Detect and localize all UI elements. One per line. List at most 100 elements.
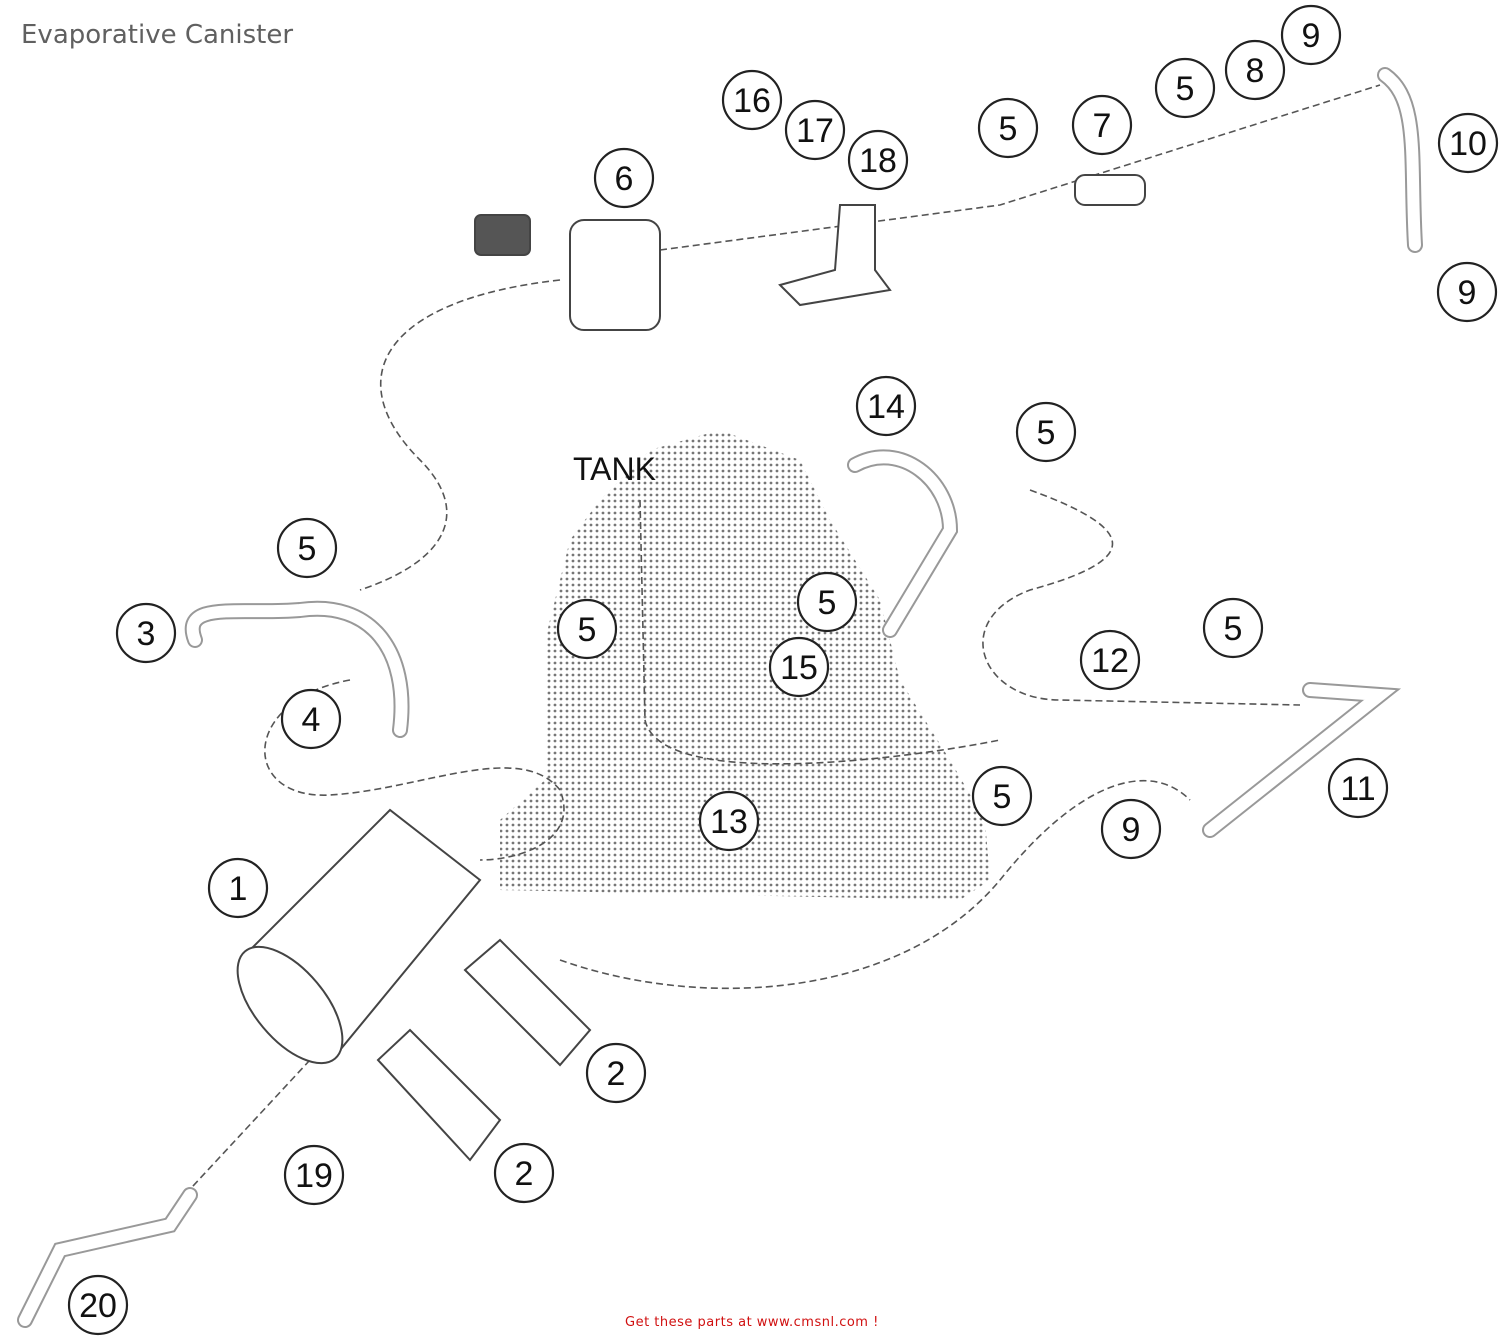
callout-circle xyxy=(855,375,917,437)
callout-circle xyxy=(847,129,909,191)
callout-14: 14 xyxy=(855,375,917,437)
callout-number: 3 xyxy=(137,615,156,653)
callout-5: 5 xyxy=(1015,401,1077,463)
callout-circle xyxy=(593,147,655,209)
callout-15: 15 xyxy=(768,636,830,698)
callout-circle xyxy=(207,857,269,919)
callout-5: 5 xyxy=(556,598,618,660)
callout-5: 5 xyxy=(977,97,1039,159)
callout-number: 20 xyxy=(79,1287,117,1325)
callout-circle xyxy=(585,1042,647,1104)
callout-circle xyxy=(276,517,338,579)
callout-circle xyxy=(768,636,830,698)
callout-circle xyxy=(280,688,342,750)
page-title: Evaporative Canister xyxy=(21,20,294,50)
canister xyxy=(236,808,482,1065)
callout-12: 12 xyxy=(1079,629,1141,691)
callout-circle xyxy=(1436,261,1498,323)
callout-5: 5 xyxy=(1202,597,1264,659)
callout-13: 13 xyxy=(698,790,760,852)
callout-circle xyxy=(1202,597,1264,659)
callout-number: 7 xyxy=(1093,107,1112,145)
callout-number: 5 xyxy=(1224,610,1243,648)
callout-20: 20 xyxy=(67,1274,129,1336)
callout-circle xyxy=(115,602,177,664)
dashed-line xyxy=(659,84,1381,251)
cmsnl-link[interactable]: Get these parts at www.cmsnl.com ! xyxy=(625,1315,879,1330)
canister-strap xyxy=(376,1028,502,1162)
callout-circle xyxy=(283,1144,345,1206)
callout-3: 3 xyxy=(115,602,177,664)
callout-number: 11 xyxy=(1340,770,1375,808)
callout-number: 19 xyxy=(295,1157,333,1195)
callout-circle xyxy=(67,1274,129,1336)
callout-number: 5 xyxy=(1037,414,1056,452)
callout-9: 9 xyxy=(1280,4,1342,66)
callout-10: 10 xyxy=(1437,112,1499,174)
dashed-line xyxy=(179,1059,311,1201)
callout-4: 4 xyxy=(280,688,342,750)
callout-circle xyxy=(1071,94,1133,156)
callout-number: 12 xyxy=(1091,642,1129,680)
callout-11: 11 xyxy=(1327,757,1389,819)
bracket xyxy=(778,204,892,307)
callout-number: 13 xyxy=(710,803,748,841)
callout-circle xyxy=(556,598,618,660)
callout-6: 6 xyxy=(593,147,655,209)
callout-number: 5 xyxy=(999,110,1018,148)
callout-number: 15 xyxy=(780,649,818,687)
callout-circle xyxy=(971,765,1033,827)
callout-18: 18 xyxy=(847,129,909,191)
dashed-line xyxy=(982,489,1301,706)
callout-number: 5 xyxy=(818,584,837,622)
callout-number: 9 xyxy=(1122,811,1141,849)
callout-9: 9 xyxy=(1436,261,1498,323)
callout-1: 1 xyxy=(207,857,269,919)
callout-9: 9 xyxy=(1100,798,1162,860)
canister-strap xyxy=(463,938,592,1067)
callout-19: 19 xyxy=(283,1144,345,1206)
callout-circle xyxy=(796,571,858,633)
callout-circle xyxy=(493,1142,555,1204)
callout-17: 17 xyxy=(784,99,846,161)
callout-circle xyxy=(1079,629,1141,691)
callout-number: 4 xyxy=(302,701,321,739)
dashed-line xyxy=(639,499,1001,765)
callout-5: 5 xyxy=(276,517,338,579)
footer-link[interactable]: Get these parts at www.cmsnl.com ! xyxy=(625,1315,879,1330)
callout-circle xyxy=(698,790,760,852)
callout-circle xyxy=(977,97,1039,159)
callout-7: 7 xyxy=(1071,94,1133,156)
fuel-tank xyxy=(500,430,990,900)
callout-circle xyxy=(1100,798,1162,860)
callout-number: 5 xyxy=(298,530,317,568)
callout-number: 9 xyxy=(1458,274,1477,312)
callout-circle xyxy=(1015,401,1077,463)
callout-number: 8 xyxy=(1246,52,1265,90)
callout-number: 18 xyxy=(859,142,897,180)
callout-circle xyxy=(1280,4,1342,66)
filter xyxy=(1074,174,1146,206)
callout-number: 1 xyxy=(229,870,248,908)
callout-number: 5 xyxy=(578,611,597,649)
callout-number: 9 xyxy=(1302,17,1321,55)
dashed-line xyxy=(359,279,561,591)
callout-circle xyxy=(784,99,846,161)
connector xyxy=(474,214,531,256)
callout-circle xyxy=(1327,757,1389,819)
callout-5: 5 xyxy=(796,571,858,633)
callout-number: 10 xyxy=(1449,125,1487,163)
dashed-line xyxy=(559,779,1191,990)
callout-circle xyxy=(1224,39,1286,101)
callout-8: 8 xyxy=(1224,39,1286,101)
purge-valve xyxy=(569,219,661,331)
callout-16: 16 xyxy=(721,69,783,131)
callout-number: 6 xyxy=(615,160,634,198)
callout-number: 14 xyxy=(867,388,905,426)
dashed-line xyxy=(264,679,565,861)
callout-number: 2 xyxy=(515,1155,534,1193)
tank-label: TANK xyxy=(573,451,656,487)
callout-circle xyxy=(1154,57,1216,119)
callout-circle xyxy=(1437,112,1499,174)
